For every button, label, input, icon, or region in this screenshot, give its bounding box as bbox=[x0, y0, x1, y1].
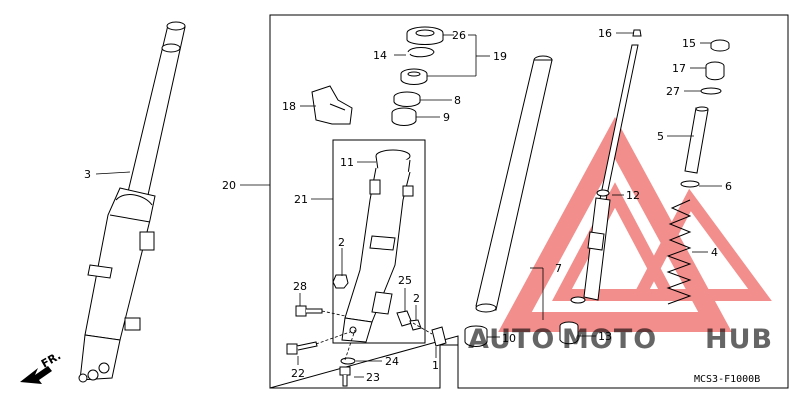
label-2b: 2 bbox=[413, 292, 420, 305]
leader-lines bbox=[95, 32, 722, 378]
label-9: 9 bbox=[443, 111, 450, 124]
label-28: 28 bbox=[293, 280, 307, 293]
label-27: 27 bbox=[666, 85, 680, 98]
damper-rod bbox=[570, 29, 642, 304]
label-7: 7 bbox=[555, 262, 562, 275]
svg-text:HUB: HUB bbox=[705, 324, 773, 355]
part-labels: 3 18 20 21 11 14 26 19 8 9 2 28 25 2 22 … bbox=[84, 27, 732, 384]
label-22: 22 bbox=[291, 367, 305, 380]
label-15: 15 bbox=[682, 37, 696, 50]
label-18: 18 bbox=[282, 100, 296, 113]
part-18-cover bbox=[311, 85, 353, 125]
part-13-bushing bbox=[559, 321, 579, 345]
label-19: 19 bbox=[493, 50, 507, 63]
part-10-bushing bbox=[464, 325, 488, 347]
label-17: 17 bbox=[672, 62, 686, 75]
svg-text:AUTO: AUTO bbox=[468, 324, 555, 355]
svg-text:MOTO: MOTO bbox=[562, 324, 657, 355]
label-24: 24 bbox=[385, 355, 399, 368]
label-26: 26 bbox=[452, 29, 466, 42]
label-2a: 2 bbox=[338, 236, 345, 249]
label-4: 4 bbox=[711, 246, 718, 259]
label-20: 20 bbox=[222, 179, 236, 192]
watermark-text: AUTO MOTO HUB bbox=[468, 324, 773, 355]
watermark-logo bbox=[498, 117, 772, 332]
diagram-code: MCS3-F1000B bbox=[694, 374, 760, 385]
label-23: 23 bbox=[366, 371, 380, 384]
label-1: 1 bbox=[432, 359, 439, 372]
seal-stack bbox=[391, 26, 444, 126]
label-8: 8 bbox=[454, 94, 461, 107]
label-13: 13 bbox=[598, 330, 612, 343]
frame-outline bbox=[269, 14, 789, 389]
label-11: 11 bbox=[340, 156, 354, 169]
part-7-inner-tube bbox=[475, 55, 553, 313]
front-direction-arrow: FR. bbox=[20, 349, 63, 384]
small-hardware bbox=[286, 274, 447, 387]
label-25: 25 bbox=[398, 274, 412, 287]
label-6: 6 bbox=[725, 180, 732, 193]
dashed-leaders bbox=[315, 310, 433, 361]
assembled-fork bbox=[78, 21, 186, 383]
label-14: 14 bbox=[373, 49, 387, 62]
direction-label: FR. bbox=[39, 349, 63, 370]
label-3: 3 bbox=[84, 168, 91, 181]
label-21: 21 bbox=[294, 193, 308, 206]
label-10: 10 bbox=[502, 332, 516, 345]
part-11-outer-slider bbox=[341, 149, 414, 343]
group-frame-21 bbox=[332, 139, 426, 344]
right-stack bbox=[666, 39, 730, 305]
label-16: 16 bbox=[598, 27, 612, 40]
label-5: 5 bbox=[657, 130, 664, 143]
label-12: 12 bbox=[626, 189, 640, 202]
